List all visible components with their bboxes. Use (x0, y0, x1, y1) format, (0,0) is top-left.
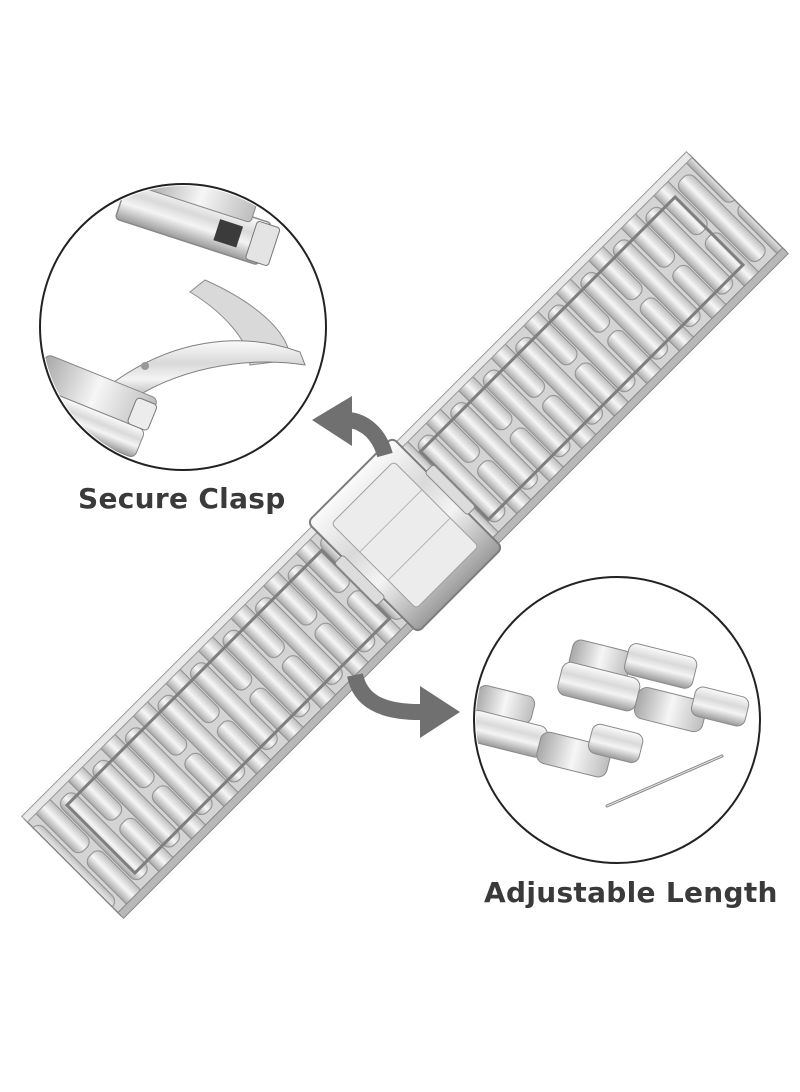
arrow-to-clasp (312, 396, 393, 458)
clasp-detail-image (42, 186, 306, 457)
arrow-to-links (347, 672, 460, 738)
watch-band (21, 151, 789, 919)
clasp (308, 438, 502, 632)
links-detail-circle (473, 576, 761, 864)
spare-link-upper (557, 639, 750, 733)
adjustable-length-caption: Adjustable Length (484, 876, 778, 909)
clasp-detail-circle (39, 183, 327, 471)
spare-link-lower (476, 685, 644, 778)
secure-clasp-caption: Secure Clasp (78, 482, 286, 515)
links-detail-image (476, 639, 750, 808)
spring-pin (605, 754, 724, 808)
